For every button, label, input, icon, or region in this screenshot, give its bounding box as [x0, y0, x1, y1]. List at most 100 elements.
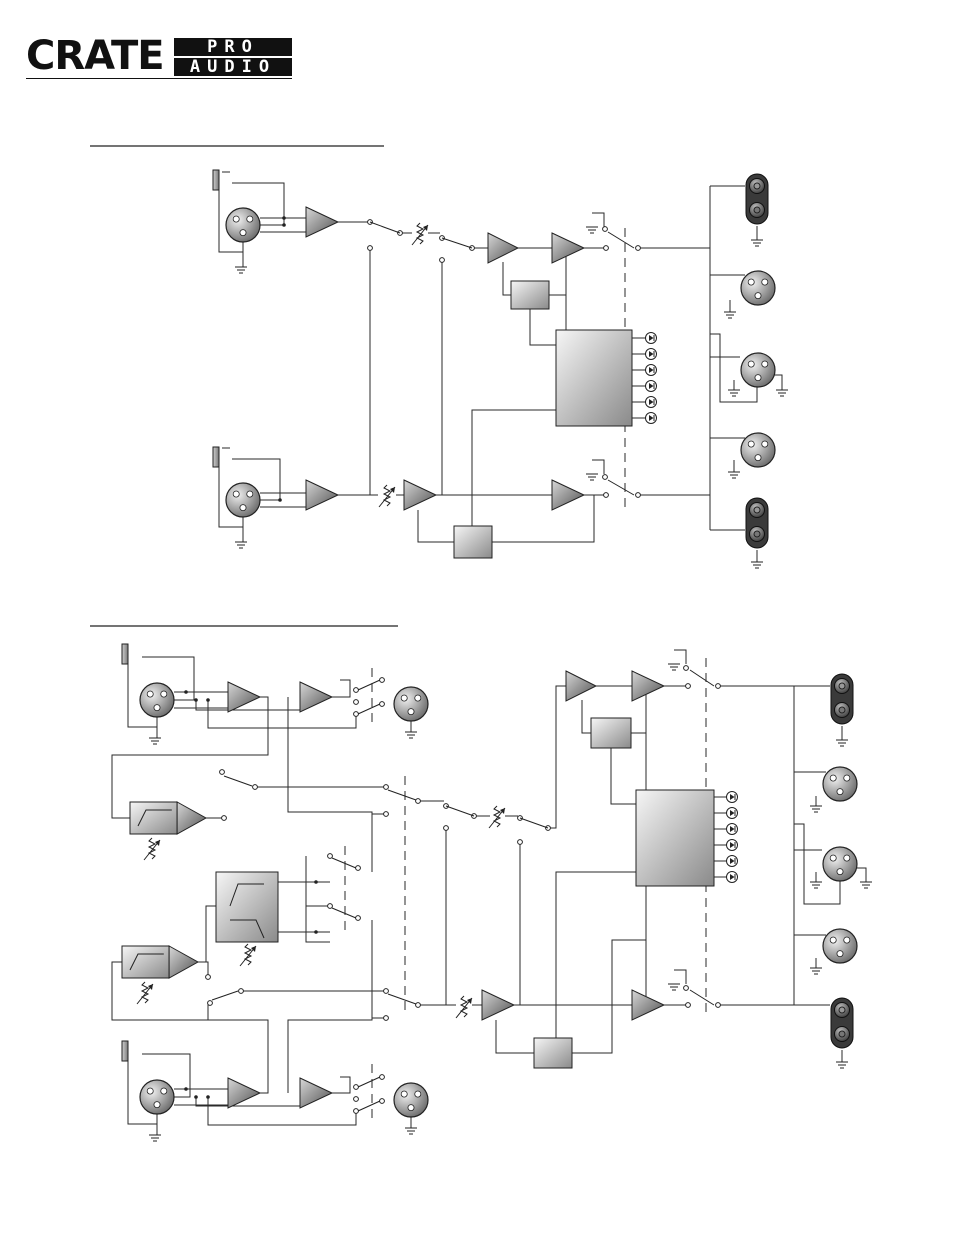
switch-contact: [354, 1085, 359, 1090]
xlr-pin: [415, 1091, 421, 1097]
junction-dot: [282, 216, 286, 220]
wire: [288, 697, 372, 872]
xlr-connector-icon: [394, 1083, 428, 1117]
switch-contact: [356, 916, 361, 921]
potentiometer-icon: [456, 996, 472, 1018]
xlr-connector-icon: [226, 483, 260, 517]
xlr-body: [140, 683, 174, 717]
switch-contact: [716, 1003, 721, 1008]
output-arrow-icon: [727, 856, 738, 867]
switch-contact: [518, 840, 523, 845]
switch-icon: [358, 1101, 380, 1111]
wire: [774, 375, 782, 390]
xlr-body: [394, 1083, 428, 1117]
amplifier-icon: [228, 682, 260, 712]
ground-icon: [586, 474, 598, 480]
wiring: [112, 172, 866, 1135]
junction-dot: [184, 1087, 188, 1091]
switch-contact: [239, 989, 244, 994]
insert-plug-icon: [122, 1041, 128, 1061]
xlr-pin: [240, 230, 246, 236]
switch-contact: [384, 989, 389, 994]
filter-block-icon: [122, 946, 198, 978]
filter-amp: [169, 946, 198, 978]
ground-icon: [836, 1062, 848, 1068]
switch-contact: [416, 1003, 421, 1008]
wire: [592, 213, 604, 227]
xlr-body: [226, 208, 260, 242]
output-arrow-icon: [646, 333, 657, 344]
xlr-pin: [415, 695, 421, 701]
wire: [206, 906, 216, 962]
xlr-pin: [401, 695, 407, 701]
ground-icon: [810, 968, 822, 974]
amplifier-triangle: [482, 990, 514, 1020]
switch-contact: [636, 493, 641, 498]
xlr-connector-icon: [741, 433, 775, 467]
ground-icon: [235, 542, 247, 548]
wire: [674, 650, 686, 664]
ground-icon: [668, 984, 680, 990]
amplifier-icon: [300, 1078, 332, 1108]
switch-contact: [354, 688, 359, 693]
switch-icon: [224, 776, 252, 786]
xlr-pin: [830, 937, 836, 943]
amplifier-triangle: [306, 480, 338, 510]
switch-icon: [332, 858, 356, 868]
switch-contact: [444, 826, 449, 831]
pot-zigzag: [494, 806, 500, 827]
amplifier-triangle: [552, 480, 584, 510]
xlr-body: [741, 433, 775, 467]
xlr-connector-icon: [394, 687, 428, 721]
xlr-pin: [154, 1102, 160, 1108]
xlr-pin: [748, 361, 754, 367]
output-arrow-icon: [727, 808, 738, 819]
insert-plug-icon: [122, 644, 128, 664]
limiter-block-top: [511, 281, 549, 309]
pot-zigzag: [384, 485, 390, 506]
junction-dot: [194, 698, 198, 702]
xlr-pin: [154, 705, 160, 711]
switch-icon: [370, 222, 400, 233]
wire: [472, 410, 556, 526]
xlr-pin: [748, 279, 754, 285]
amplifier-icon: [300, 682, 332, 712]
switch-contact: [636, 246, 641, 251]
ground-icon: [728, 472, 740, 478]
ground-icon: [149, 738, 161, 744]
amplifier-triangle: [552, 233, 584, 263]
output-arrow-icon: [727, 840, 738, 851]
jack-hole: [839, 1031, 845, 1037]
output-arrow-icon: [727, 792, 738, 803]
switch-icon: [388, 790, 416, 800]
switch-contact: [384, 1016, 389, 1021]
switch-icon: [520, 818, 548, 828]
potentiometer-icon: [240, 944, 256, 966]
potentiometer-icon: [412, 223, 428, 245]
mixer-matrix-top: [556, 330, 632, 426]
trs-jack-icon: [746, 174, 768, 224]
limiter-block-bottom-top: [591, 718, 631, 748]
wire: [550, 686, 566, 828]
switch-icon: [690, 670, 714, 686]
junction-dot: [314, 930, 318, 934]
amplifier-triangle: [632, 671, 664, 701]
xlr-pin: [844, 937, 850, 943]
switch-contact: [208, 1001, 213, 1006]
switch-contact: [368, 246, 373, 251]
potentiometer-icon: [379, 485, 395, 507]
amplifier-icon: [488, 233, 518, 263]
switch-contact: [686, 1003, 691, 1008]
switch-contact: [328, 904, 333, 909]
switch-icon: [446, 806, 474, 816]
switch-icon: [212, 991, 238, 1000]
switch-contact: [354, 700, 359, 705]
switch-contact: [380, 1099, 385, 1104]
ground-icon: [860, 882, 872, 888]
switch-contact: [684, 986, 689, 991]
potentiometer-icon: [489, 806, 505, 828]
wire: [582, 700, 591, 733]
switch-icon: [442, 238, 472, 248]
junction-dot: [278, 498, 282, 502]
switch-icon: [388, 994, 416, 1004]
